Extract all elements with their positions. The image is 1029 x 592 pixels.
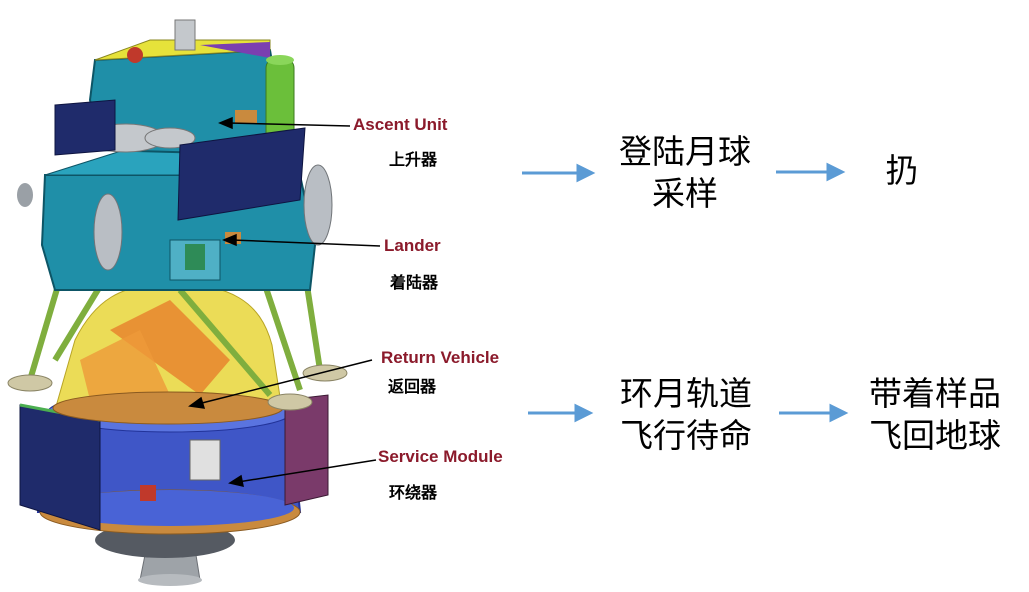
flow-bottom-step1-line1: 环月轨道 xyxy=(620,374,752,413)
ascent-unit-label-zh: 上升器 xyxy=(389,150,438,169)
flow-bottom-step2-line1: 带着样品 xyxy=(869,374,1001,413)
flow-top-step1: 登陆月球 采样 xyxy=(605,131,765,215)
flow-bottom-step1: 环月轨道 飞行待命 xyxy=(606,373,766,457)
service-module-label: Service Module xyxy=(378,447,503,466)
flow-top-step1-line2: 采样 xyxy=(652,174,718,213)
service-module-label-zh: 环绕器 xyxy=(389,483,438,502)
landing-pads xyxy=(7,364,348,411)
flow-bottom-step2: 带着样品 飞回地球 xyxy=(855,373,1015,457)
return-vehicle-shape xyxy=(52,281,284,425)
flow-top-step1-line1: 登陆月球 xyxy=(619,132,751,171)
pointer-lines xyxy=(188,116,381,487)
lander-label-zh: 着陆器 xyxy=(390,273,439,292)
return-vehicle-label-zh: 返回器 xyxy=(388,377,437,396)
ascent-unit-shape xyxy=(54,19,306,221)
lander-label: Lander xyxy=(384,236,441,255)
ascent-unit-label: Ascent Unit xyxy=(353,115,448,134)
flow-top-step2: 扔 xyxy=(885,151,919,190)
flow-bottom-step1-line2: 飞行待命 xyxy=(620,416,752,455)
return-vehicle-label: Return Vehicle xyxy=(381,348,500,367)
flow-bottom-step2-line2: 飞回地球 xyxy=(869,416,1001,455)
